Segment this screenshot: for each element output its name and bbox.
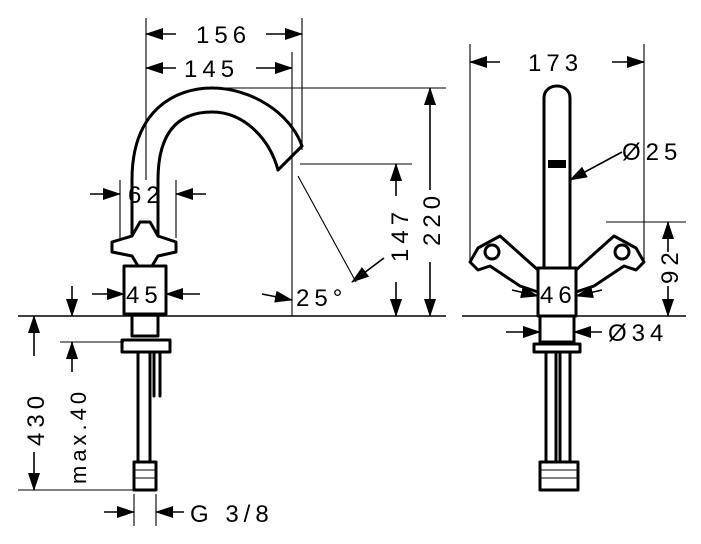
dim-62: 62 [128,182,165,209]
supply-hose [136,350,162,462]
dim-145: 145 [184,56,239,83]
dim-g-3-8: G 3/8 [190,501,274,528]
dim-156: 156 [196,22,251,49]
dim-45: 45 [126,282,163,309]
dim-147: 147 [387,207,414,262]
dim-173: 173 [528,50,583,77]
dim-angle-25: 25° [296,285,347,312]
front-left-handle [468,234,540,294]
front-spout [542,84,572,270]
dim-220: 220 [419,191,446,246]
front-view: 173 Ø25 92 46 Ø34 [462,44,686,492]
dim-dia-25: Ø25 [622,139,682,166]
side-view: 156 145 220 147 25° 62 45 430 [18,18,446,528]
front-right-handle [574,234,646,294]
dim-430: 430 [23,391,50,446]
front-supply-hoses [544,350,572,462]
cross-handle [110,220,178,268]
dim-92: 92 [657,247,684,284]
dim-46: 46 [540,282,577,309]
spout-outline [130,86,304,182]
dim-dia-34: Ø34 [608,320,668,347]
dim-max-40: max.40 [66,388,91,484]
mounting-nut [120,338,172,354]
